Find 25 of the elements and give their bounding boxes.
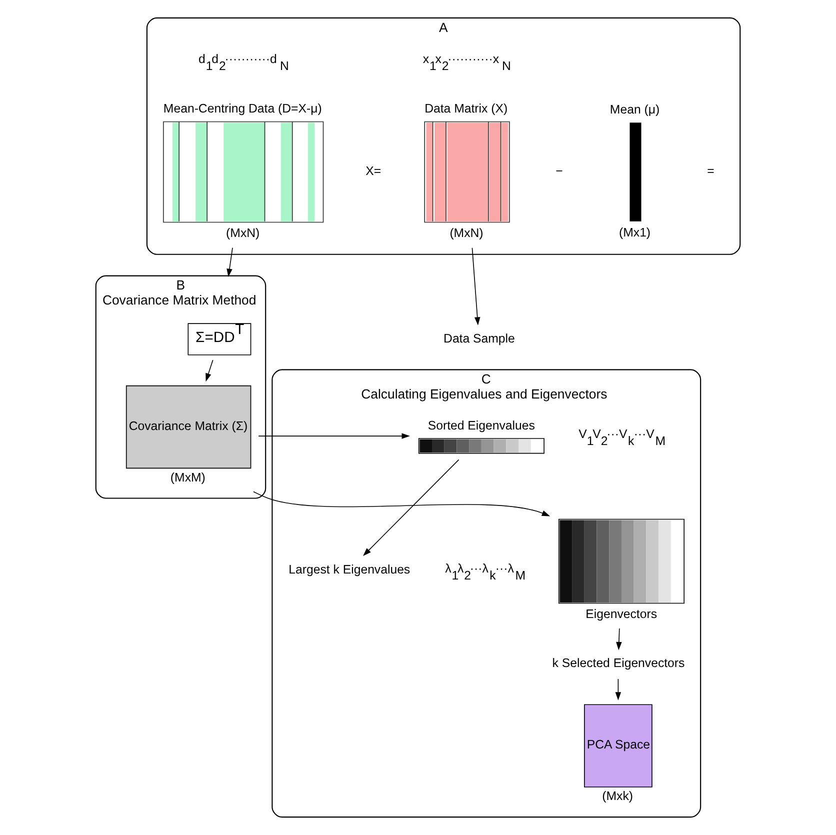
node-label: Eigenvectors	[586, 607, 658, 622]
arrow	[206, 360, 214, 382]
label: =	[707, 164, 714, 178]
arrow	[258, 433, 410, 439]
node-label: (Mxk)	[602, 789, 633, 804]
label: X=	[366, 164, 382, 178]
node-label: Data Matrix (X)	[424, 102, 508, 116]
arrow	[362, 459, 460, 556]
node-label: Mean-Centring Data (D=X-μ)	[163, 102, 322, 116]
node-label: (MxM)	[170, 470, 206, 484]
arrow	[615, 678, 622, 700]
label: −	[556, 164, 563, 178]
arrow	[226, 247, 233, 278]
node-text: k Selected Eigenvectors	[552, 656, 685, 670]
node-label: Sorted Eigenvalues	[428, 418, 535, 432]
node-box	[630, 122, 642, 222]
node-text: Largest k Eigenvalues	[288, 562, 410, 577]
node-label: Mean (μ)	[610, 102, 660, 117]
arrow	[472, 247, 480, 326]
arrow	[616, 628, 622, 650]
node-label: (Mx1)	[619, 225, 651, 240]
node-label: (MxN)	[226, 226, 260, 240]
node-label: (MxN)	[450, 226, 484, 240]
node-text: Data Sample	[444, 332, 515, 346]
arrow	[253, 491, 550, 516]
